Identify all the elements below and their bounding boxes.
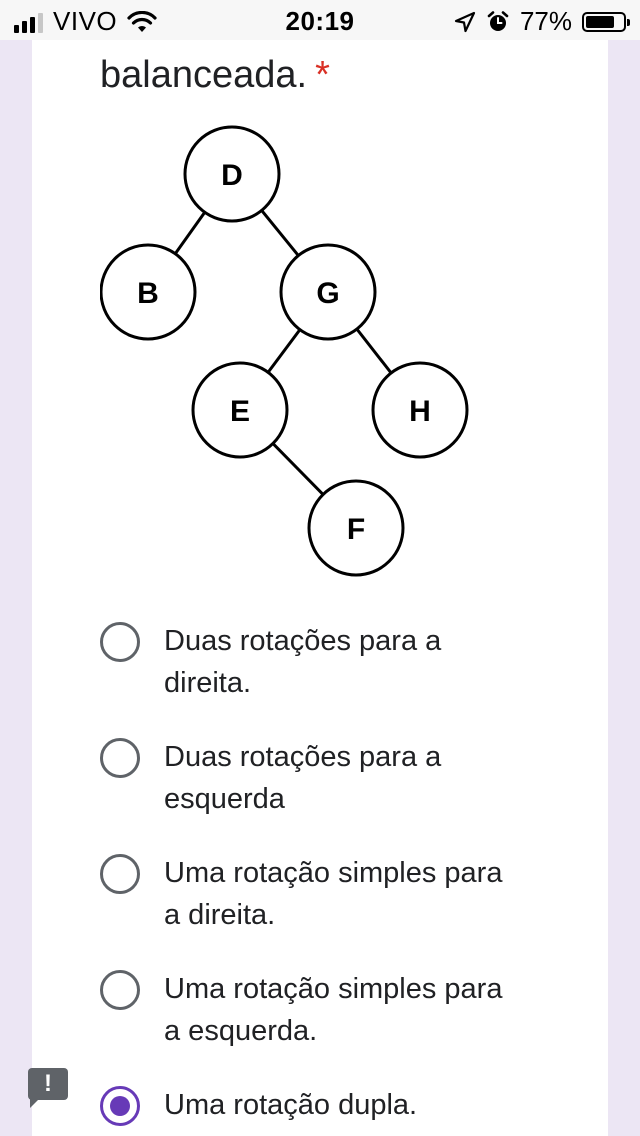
option-label: Uma rotação simples para a direita. [164, 857, 503, 931]
status-right: 77% [454, 6, 630, 37]
radio-button[interactable] [100, 622, 140, 662]
tree-node-label: D [221, 159, 243, 192]
tree-node-e: E [191, 361, 289, 459]
option-label: Uma rotação simples para a esquerda. [164, 973, 503, 1047]
tree-node-label: B [137, 277, 159, 310]
status-bar: VIVO 20:19 77% [0, 0, 640, 40]
required-asterisk: * [315, 54, 330, 96]
tree-node-label: H [409, 395, 431, 428]
tree-node-circle [307, 479, 405, 577]
question-title: balanceada.* [100, 50, 330, 100]
radio-selected-dot [110, 1096, 130, 1116]
status-time: 20:19 [285, 6, 355, 36]
tree-node-d: D [183, 125, 281, 223]
option-label: Duas rotações para a esquerda [164, 741, 442, 815]
signal-icon [14, 11, 43, 33]
radio-button[interactable] [100, 738, 140, 778]
tree-node-label: E [230, 395, 250, 428]
radio-button[interactable] [100, 1086, 140, 1126]
question-text: balanceada. [100, 54, 308, 96]
option-label: Uma rotação dupla. [164, 1089, 418, 1121]
tree-node-circle [279, 243, 377, 341]
tree-node-b: B [100, 243, 197, 341]
battery-icon [582, 11, 630, 32]
status-left: VIVO [14, 6, 157, 37]
tree-node-circle [100, 243, 197, 341]
location-arrow-icon [454, 11, 476, 32]
tree-node-label: G [316, 277, 339, 310]
tree-node-f: F [307, 479, 405, 577]
radio-button[interactable] [100, 970, 140, 1010]
question-card: balanceada.* D B G E H F Duas rotações para a… [32, 0, 608, 1136]
report-glyph: ! [44, 1070, 52, 1097]
battery-percent: 77% [519, 6, 572, 36]
avl-tree-diagram: D B G E H F [100, 125, 469, 577]
tree-node-h: H [371, 361, 469, 459]
tree-node-g: G [279, 243, 377, 341]
wifi-icon [127, 10, 157, 32]
battery-fill [586, 15, 614, 28]
tree-node-circle [191, 361, 289, 459]
carrier-label: VIVO [53, 6, 118, 36]
alarm-icon [487, 10, 509, 31]
tree-node-circle [183, 125, 281, 223]
report-icon[interactable]: ! [28, 1068, 68, 1108]
option-label: Duas rotações para a direita. [164, 625, 442, 699]
radio-button[interactable] [100, 854, 140, 894]
tree-node-circle [371, 361, 469, 459]
tree-node-label: F [347, 513, 365, 546]
